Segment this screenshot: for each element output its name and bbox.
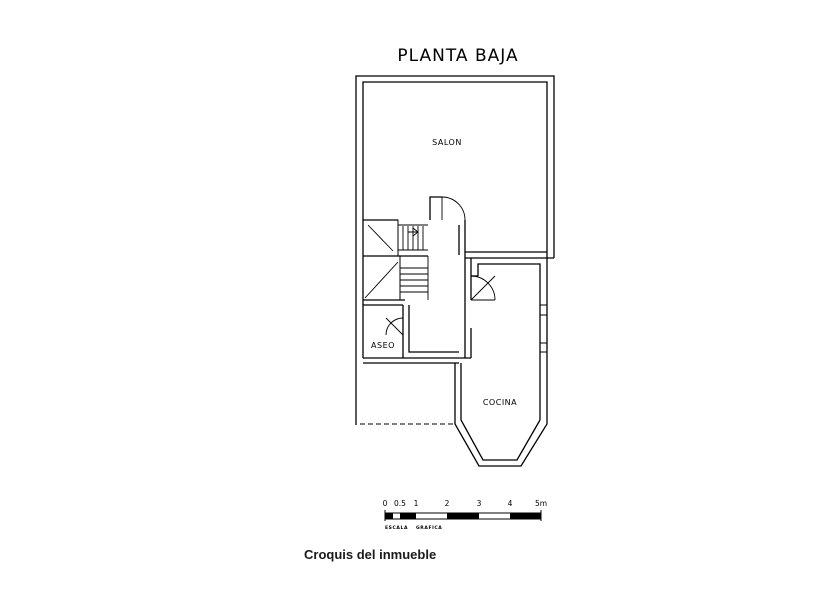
- scale-tick-3: 3: [477, 499, 482, 508]
- scale-tick-2: 2: [445, 499, 450, 508]
- scale-tick-4: 4: [508, 499, 513, 508]
- plan-caption: Croquis del inmueble: [304, 547, 437, 562]
- scale-tick-0-5: 0.5: [394, 499, 406, 508]
- door-swings: [385, 196, 496, 336]
- scale-tick-5m: 5m: [535, 499, 547, 508]
- scale-tick-0: 0: [383, 499, 388, 508]
- graphic-scale-bar: 0 0.5 1 2 3 4 5m ESCALA GRAFICA: [383, 499, 547, 531]
- scale-label-escala: ESCALA: [385, 525, 408, 531]
- scale-tick-1: 1: [414, 499, 419, 508]
- building-walls: [355, 75, 555, 467]
- staircase: [362, 219, 429, 301]
- room-label-cocina: COCINA: [483, 398, 517, 407]
- plan-title: PLANTA BAJA: [397, 46, 518, 66]
- scale-label-grafica: GRAFICA: [416, 525, 442, 531]
- room-label-salon: SALON: [432, 138, 462, 147]
- room-label-aseo: ASEO: [371, 341, 395, 350]
